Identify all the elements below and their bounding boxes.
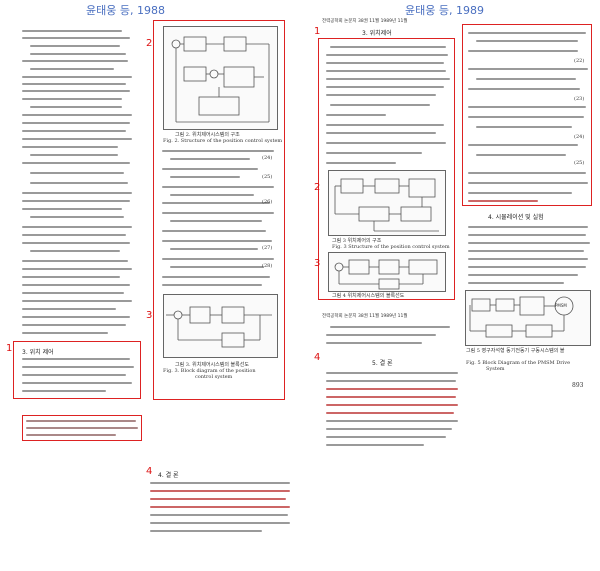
- fig5-caption-en-2: System: [486, 366, 505, 372]
- journal-line-bottom: 전력공학회 논문지 38권 11월 1989년 11월: [322, 314, 408, 319]
- marker-1-left: 1: [6, 343, 13, 354]
- eq-right-24: (24): [574, 134, 585, 140]
- fig2-left-caption-ko: 그림 2. 위치제어시스템의 구조: [175, 132, 240, 138]
- fig5-pmsm-diagram: PMSM: [465, 290, 591, 346]
- fig3-right-diagram: [328, 170, 446, 236]
- fig2-left-diagram: [163, 26, 278, 130]
- eq-right-25: (25): [574, 160, 585, 166]
- section-heading-left-position-control: 3. 위치 제어: [22, 349, 54, 356]
- eq-28-label: (28): [262, 263, 273, 269]
- highlight-box-right-col1: [318, 38, 455, 300]
- marker-3-right: 3: [314, 258, 321, 269]
- eq-25-label: (25): [262, 174, 273, 180]
- fig5-caption-ko: 그림 5 영구자석형 동기전동기 구동시스템의 블: [466, 348, 565, 354]
- section-heading-right-position-control: 3. 위치제어: [362, 30, 392, 37]
- eq-right-23: (23): [574, 96, 585, 102]
- journal-line-top: 전력공학회 논문지 38권 11월 1989년 11월: [322, 19, 408, 24]
- section-heading-left-conclusion: 4. 결 론: [158, 472, 179, 479]
- fig5-caption-en: Fig. 5 Block Diagram of the PMSM Drive: [466, 360, 571, 366]
- highlight-box-1-left: [13, 341, 141, 399]
- page-number: 893: [572, 382, 584, 389]
- highlight-box-left-small: [22, 415, 142, 441]
- eq-24-label: (24): [262, 155, 273, 161]
- marker-2-left: 2: [146, 38, 153, 49]
- pmsm-label: PMSM: [555, 303, 567, 308]
- fig4-right-caption-ko: 그림 4 위치제어시스템의 블록선도: [332, 293, 405, 299]
- eq-right-22: (22): [574, 58, 585, 64]
- fig3-left-caption-en: Fig. 3. Block diagram of the position: [163, 368, 256, 374]
- fig3-left-diagram: [163, 294, 278, 358]
- highlight-box-right-col2: [462, 24, 592, 206]
- fig3-left-caption-en-2: control system: [195, 374, 233, 380]
- left-paper-header: 윤태웅 등, 1988: [86, 4, 165, 17]
- marker-4-right: 4: [314, 352, 321, 363]
- section-heading-right-conclusion: 5. 결 론: [372, 360, 393, 367]
- fig3-right-caption-ko: 그림 3 위치제어의 구조: [332, 238, 382, 244]
- fig3-left-caption-ko: 그림 3. 위치제어시스템의 블록선도: [175, 362, 249, 368]
- fig2-left-caption-en: Fig. 2. Structure of the position contro…: [163, 138, 283, 144]
- fig4-right-diagram: [328, 252, 446, 292]
- right-paper-header: 윤태웅 등, 1989: [405, 4, 484, 17]
- eq-27-label: (27): [262, 245, 273, 251]
- marker-1-right: 1: [314, 26, 321, 37]
- marker-3-left: 3: [146, 310, 153, 321]
- highlight-box-2-left: [153, 20, 285, 400]
- section-heading-simulation: 4. 시뮬레이션 및 실험: [488, 214, 544, 221]
- fig3-right-caption-en: Fig. 3 Structure of the position control…: [332, 244, 450, 250]
- marker-4-left: 4: [146, 466, 153, 477]
- eq-26-label: (26): [262, 199, 273, 205]
- marker-2-right: 2: [314, 182, 321, 193]
